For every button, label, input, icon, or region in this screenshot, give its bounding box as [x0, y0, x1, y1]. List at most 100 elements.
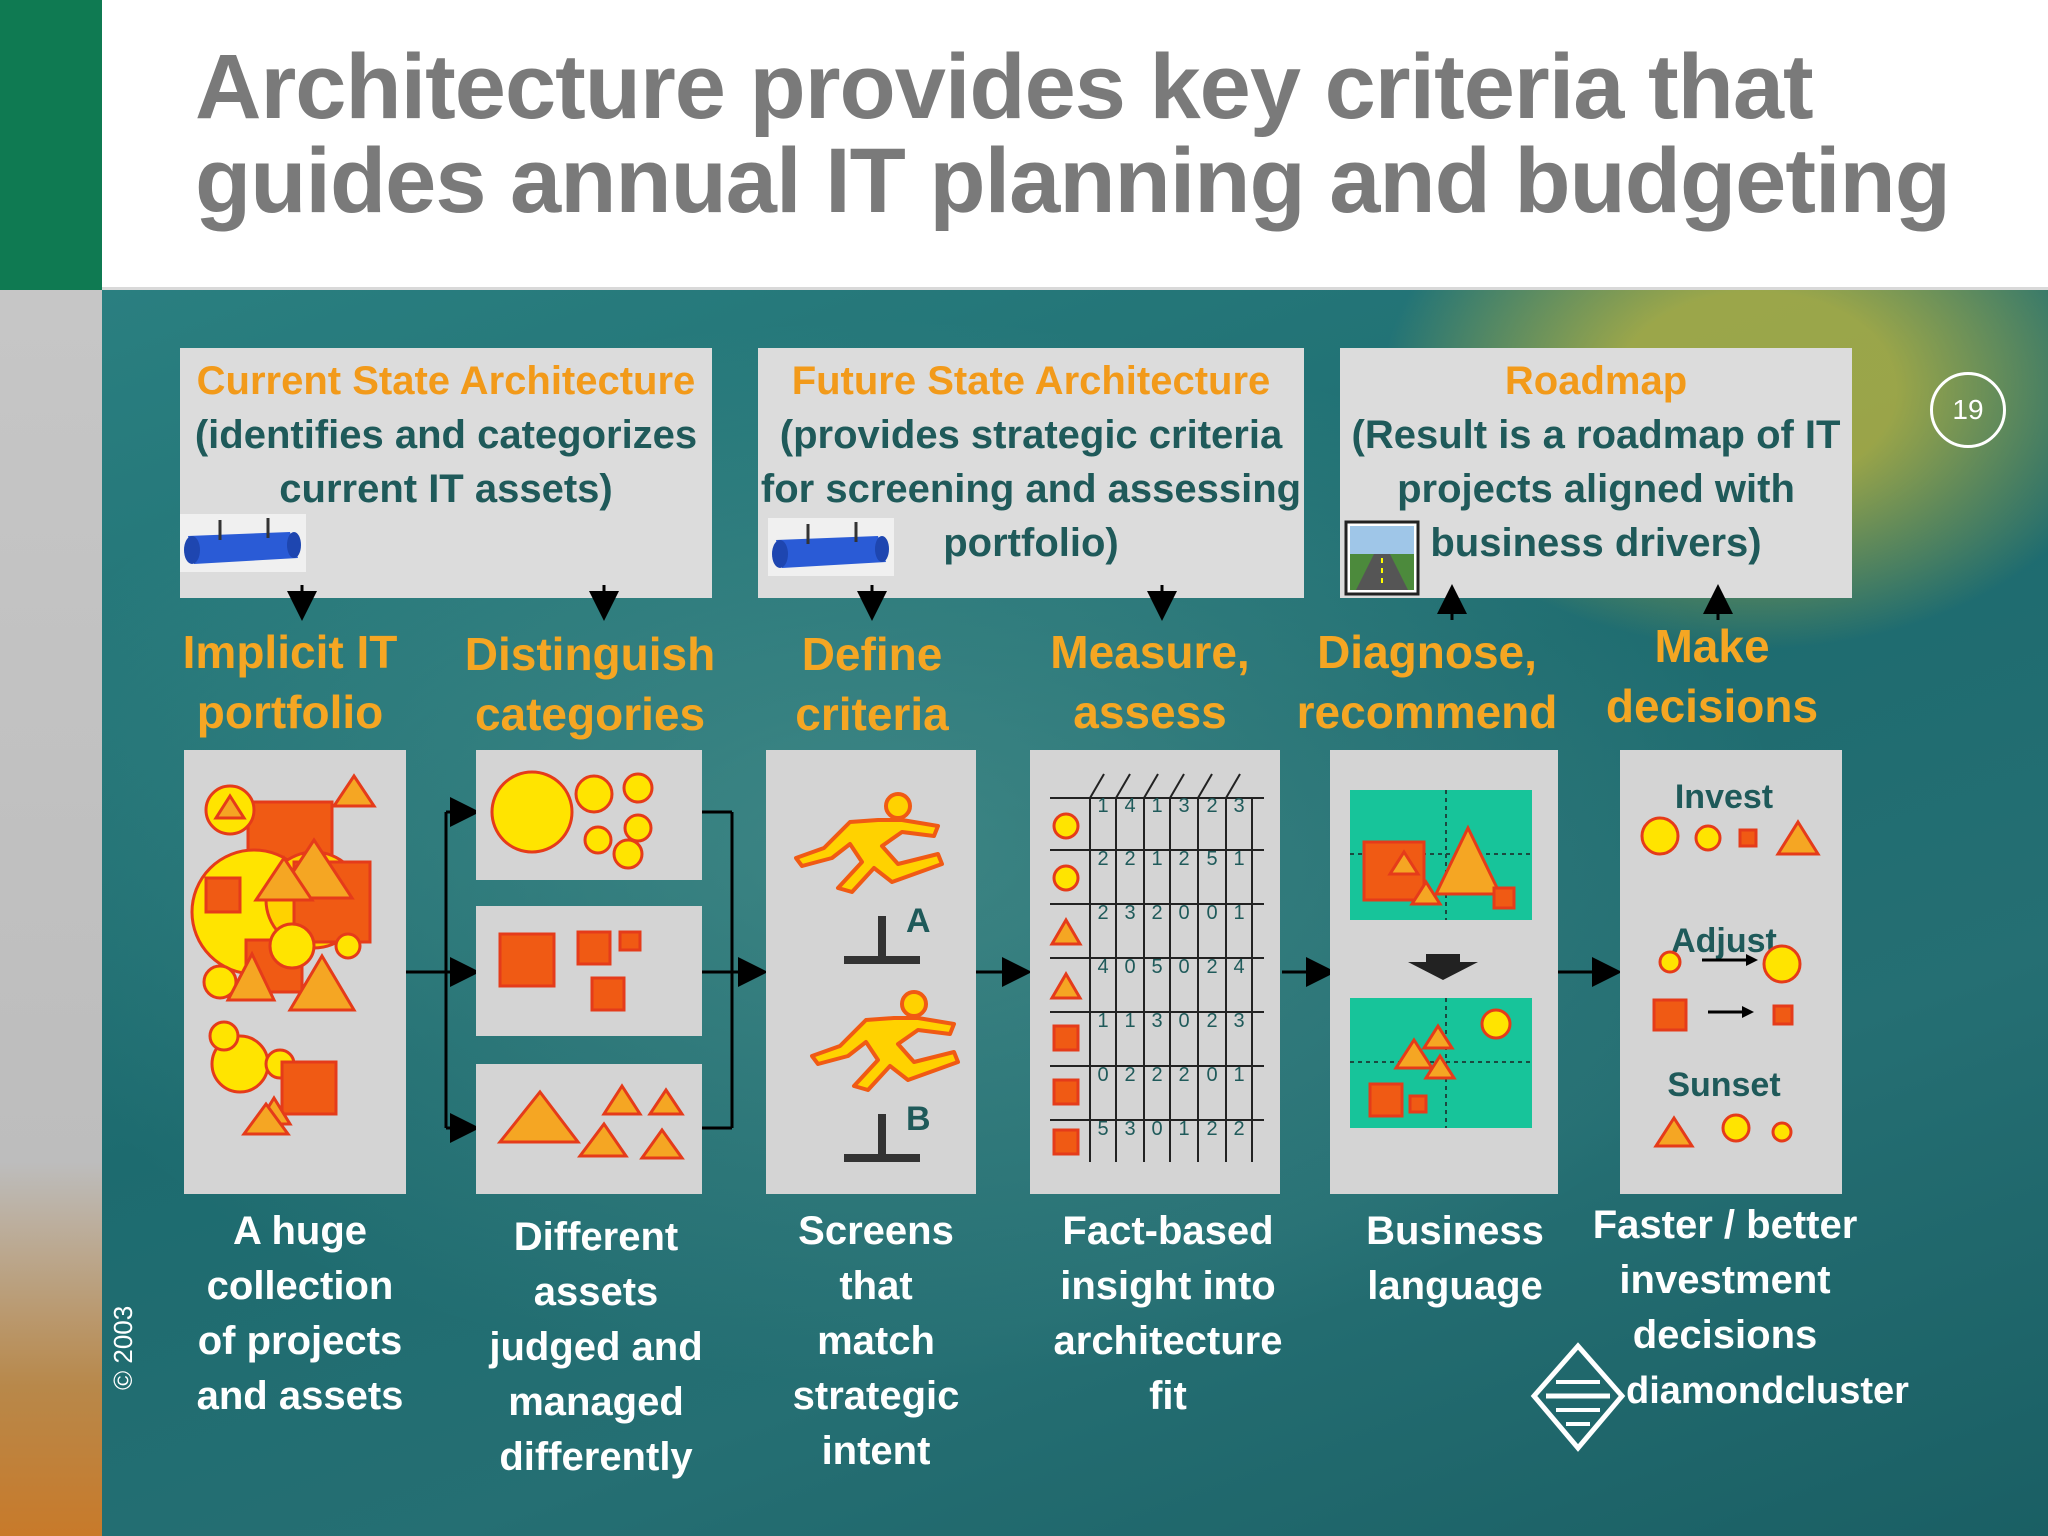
stage-label-line: assess: [1073, 686, 1227, 738]
grid-cell: 1: [1233, 848, 1244, 870]
diamondcluster-logo-text: diamondcluster: [1626, 1370, 1909, 1412]
grid-cell: 2: [1097, 848, 1108, 870]
caption-line: match: [817, 1319, 935, 1363]
grid-cell: 1: [1233, 902, 1244, 924]
grid-cell: 4: [1097, 956, 1108, 978]
stage-label-portfolio: Implicit IT portfolio: [150, 622, 430, 742]
caption-line: insight into: [1060, 1264, 1276, 1308]
grid-cell: 2: [1124, 1064, 1135, 1086]
grid-cell: 3: [1124, 902, 1135, 924]
criteria-label-b: B: [906, 1100, 931, 1138]
copyright: © 2003: [108, 1305, 138, 1390]
future-state-heading: Future State Architecture: [791, 359, 1271, 403]
blueprint-icon: [180, 514, 306, 572]
header: [102, 0, 2048, 290]
grid-cell: 1: [1151, 848, 1162, 870]
future-state-line-2: for screening and assessing: [760, 467, 1302, 511]
caption-line: Business: [1366, 1209, 1544, 1253]
grid-cell: 2: [1151, 1064, 1162, 1086]
current-state-line-1: (identifies and categorizes: [194, 413, 698, 457]
grid-cell: 5: [1097, 1118, 1108, 1140]
decision-sunset-label: Sunset: [1667, 1066, 1780, 1104]
caption-diagnose: Business language: [1330, 1204, 1580, 1314]
caption-line: architecture: [1053, 1319, 1283, 1363]
grid-cell: 0: [1178, 956, 1189, 978]
grid-cell: 2: [1206, 795, 1217, 817]
caption-line: Screens: [798, 1209, 954, 1253]
caption-measure: Fact-based insight into architecture fit: [1030, 1204, 1306, 1424]
stage-label-line: Define: [801, 628, 943, 680]
grid-cell: 2: [1178, 848, 1189, 870]
diagnose-graphics: [1350, 790, 1532, 1128]
caption-line: and assets: [196, 1374, 404, 1418]
grid-cell: 1: [1151, 795, 1162, 817]
grid-cell: 1: [1178, 1118, 1189, 1140]
grid-cell: 3: [1124, 1118, 1135, 1140]
grid-cell: 0: [1206, 1064, 1217, 1086]
criteria-label-a: A: [906, 902, 931, 940]
road-icon: [1344, 520, 1420, 596]
stage-label-line: Measure,: [1050, 626, 1250, 678]
stage-label-line: criteria: [795, 688, 949, 740]
grid-cell: 3: [1178, 795, 1189, 817]
caption-line: language: [1367, 1264, 1543, 1308]
grid-cell: 2: [1151, 902, 1162, 924]
caption-line: strategic: [792, 1374, 960, 1418]
grid-cell: 2: [1178, 1064, 1189, 1086]
grid-cell: 3: [1151, 1010, 1162, 1032]
stage-label-line: Make: [1654, 620, 1770, 672]
grid-cell: 0: [1178, 1010, 1189, 1032]
criteria-graphics: A B: [794, 792, 960, 1162]
roadmap-box: Roadmap (Result is a roadmap of IT proje…: [1340, 348, 1852, 598]
stage-label-diagnose: Diagnose, recommend: [1282, 622, 1572, 742]
caption-line: decisions: [1632, 1313, 1818, 1357]
grid-cell: 1: [1097, 795, 1108, 817]
future-state-line-1: (provides strategic criteria: [779, 413, 1283, 457]
grid-cell: 0: [1124, 956, 1135, 978]
decision-adjust-label: Adjust: [1671, 922, 1777, 960]
caption-categories: Different assets judged and managed diff…: [466, 1210, 726, 1485]
caption-line: Faster / better: [1592, 1203, 1858, 1247]
roadmap-heading: Roadmap: [1504, 359, 1688, 403]
stage-label-define: Define criteria: [742, 624, 1002, 744]
title-line-1: Architecture provides key criteria that: [195, 36, 1814, 138]
grid-cell: 1: [1233, 1064, 1244, 1086]
current-state-line-2: current IT assets): [279, 467, 613, 511]
grid-cell: 2: [1206, 1010, 1217, 1032]
caption-line: differently: [499, 1435, 693, 1479]
stage-label-line: Distinguish: [464, 628, 716, 680]
category-shapes: [490, 770, 685, 1160]
stage-label-measure: Measure, assess: [1010, 622, 1290, 742]
page-number: 19: [1930, 372, 2006, 448]
roadmap-line-1: (Result is a roadmap of IT: [1351, 413, 1841, 457]
left-accent-bar: [0, 290, 102, 1536]
grid-cell: 2: [1124, 848, 1135, 870]
blueprint-icon: [768, 518, 894, 576]
roadmap-line-3: business drivers): [1430, 521, 1762, 565]
future-state-line-3: portfolio): [943, 521, 1119, 565]
current-state-box: Current State Architecture (identifies a…: [180, 348, 712, 598]
caption-line: collection: [206, 1264, 394, 1308]
stage-label-line: recommend: [1296, 686, 1558, 738]
page-title: Architecture provides key criteria that …: [195, 40, 1995, 228]
grid-cell: 1: [1097, 1010, 1108, 1032]
caption-criteria: Screens that match strategic intent: [756, 1204, 996, 1479]
grid-cell: 2: [1097, 902, 1108, 924]
stage-label-line: categories: [474, 688, 706, 740]
grid-cell: 0: [1178, 902, 1189, 924]
portfolio-shapes: [190, 773, 377, 1136]
decisions-graphics: Invest Adjust Sunset: [1640, 778, 1821, 1148]
caption-decisions: Faster / better investment decisions: [1580, 1198, 1870, 1363]
caption-line: Different: [513, 1215, 679, 1259]
caption-line: managed: [508, 1380, 684, 1424]
grid-cell: 1: [1124, 1010, 1135, 1032]
stage-label-line: Implicit IT: [182, 626, 398, 678]
caption-line: fit: [1149, 1374, 1187, 1418]
grid-cell: 3: [1233, 1010, 1244, 1032]
current-state-heading: Current State Architecture: [196, 359, 696, 403]
grid-cell: 2: [1206, 1118, 1217, 1140]
caption-line: A huge: [232, 1209, 368, 1253]
grid-cell: 0: [1097, 1064, 1108, 1086]
